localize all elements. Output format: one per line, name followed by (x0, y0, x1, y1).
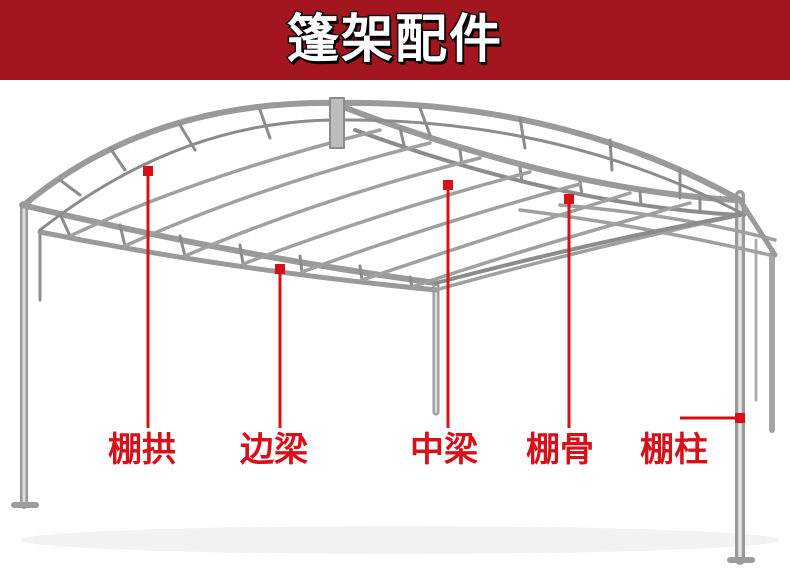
canopy-frame-illustration (11, 97, 780, 565)
label-rib: 棚骨 (526, 430, 594, 470)
arch-marker (143, 166, 153, 428)
pillar-marker (680, 413, 745, 423)
label-side-beam: 边梁 (240, 430, 308, 470)
title-banner: 篷架配件 (0, 0, 790, 80)
label-center-beam: 中梁 (410, 430, 478, 470)
page-title: 篷架配件 (285, 9, 503, 72)
side-beam-marker (275, 264, 285, 428)
front-lower-arch (434, 213, 742, 285)
floor-shadow (20, 526, 780, 554)
peak-connector (329, 97, 345, 149)
arch-group (21, 99, 747, 232)
label-arch: 棚拱 (108, 430, 176, 470)
label-pillar: 棚柱 (640, 430, 708, 470)
center-beam-marker (443, 180, 453, 428)
right-side-beam (737, 197, 778, 258)
rib-marker (564, 194, 574, 428)
pillar-group (20, 190, 775, 565)
